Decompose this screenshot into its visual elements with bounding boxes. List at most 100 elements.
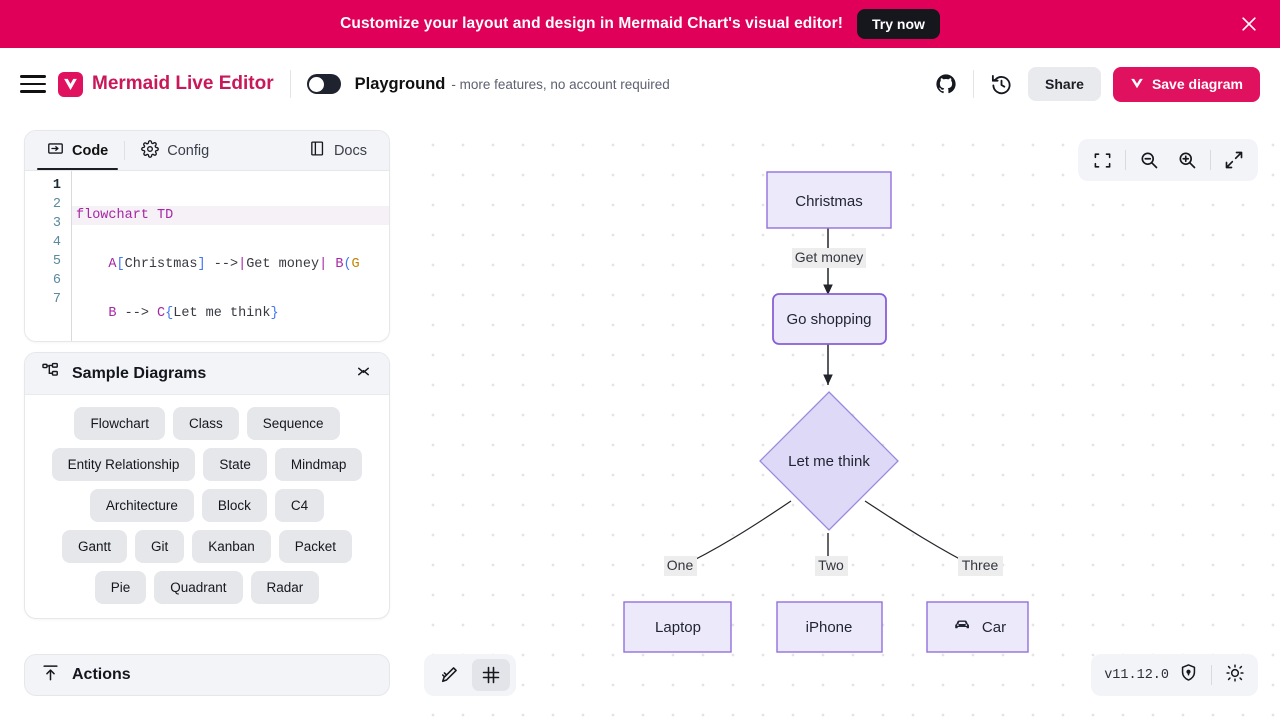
sitemap-icon [41,362,60,386]
sample-class[interactable]: Class [172,407,239,440]
sample-row: Flowchart Class Sequence [35,407,379,440]
upload-icon [41,663,60,687]
node-let-me-think[interactable]: Let me think [759,391,899,531]
sample-quadrant[interactable]: Quadrant [154,571,243,604]
playground-toggle[interactable] [306,74,341,94]
history-icon[interactable] [984,67,1018,101]
code-editor[interactable]: 1 2 3 4 5 6 7 flowchart TD A[Christmas] … [25,171,389,341]
node-shape-rect [776,601,883,653]
sample-diagrams-header[interactable]: Sample Diagrams [25,353,389,395]
node-label: Christmas [795,193,863,210]
edge-label-bg [792,248,866,268]
line-number: 5 [52,254,61,269]
sample-diagrams-list: Flowchart Class Sequence Entity Relation… [25,395,389,618]
code-line: B --> C{Let me think} [108,306,279,321]
sample-packet[interactable]: Packet [278,530,353,563]
node-iphone[interactable]: iPhone [776,601,883,653]
tab-docs[interactable]: Docs [295,131,381,170]
edge-label-one: One [667,557,694,573]
sample-entity-relationship[interactable]: Entity Relationship [51,448,196,481]
canvas-zoom-toolbar [1078,139,1258,181]
edge-label-get-money: Get money [795,249,863,265]
sample-block[interactable]: Block [201,489,267,522]
editor-tabs: Code Config [25,131,389,171]
expand-icon[interactable] [1216,143,1252,177]
tab-spacer [223,131,295,170]
book-icon [309,140,326,161]
sample-sequence[interactable]: Sequence [246,407,340,440]
line-number: 7 [52,292,61,307]
mermaid-mark-icon [1130,76,1144,93]
line-number: 1 [52,178,61,193]
node-go-shopping[interactable]: Go shopping [772,293,887,345]
fit-to-screen-icon[interactable] [1084,143,1120,177]
header-divider-1 [289,70,291,98]
sample-row: Gantt Git Kanban Packet [35,530,379,563]
header-divider-2 [973,70,975,98]
node-label: Let me think [788,453,870,470]
sample-state[interactable]: State [203,448,267,481]
sidebar: Code Config [24,130,390,696]
status-divider [1211,665,1212,685]
code-arrow-icon [47,140,64,161]
sun-icon[interactable] [1225,663,1245,688]
toolbar-divider [1210,150,1211,170]
line-number: 2 [52,197,61,212]
chevron-up-icon[interactable] [354,362,373,386]
sample-row: Pie Quadrant Radar [35,571,379,604]
save-diagram-button[interactable]: Save diagram [1112,66,1260,102]
line-number-gutter: 1 2 3 4 5 6 7 [25,171,71,341]
playground-sublabel: - more features, no account required [451,76,670,92]
zoom-in-icon[interactable] [1169,143,1205,177]
sample-c4[interactable]: C4 [274,489,325,522]
save-diagram-label: Save diagram [1151,76,1243,92]
header-actions: Share Save diagram [929,66,1260,102]
pan-pen-icon[interactable] [430,659,468,691]
sample-git[interactable]: Git [134,530,185,563]
tab-config[interactable]: Config [127,131,223,170]
hamburger-menu-icon[interactable] [20,71,46,97]
sample-diagrams-panel: Sample Diagrams Flowchart Class Sequence… [24,352,390,619]
sample-radar[interactable]: Radar [250,571,320,604]
github-icon[interactable] [929,67,963,101]
sample-kanban[interactable]: Kanban [192,530,271,563]
brand-name: Mermaid Live Editor [92,73,274,94]
app-header: Mermaid Live Editor Playground - more fe… [0,48,1280,120]
zoom-out-icon[interactable] [1131,143,1167,177]
node-christmas[interactable]: Christmas [766,171,892,229]
sample-architecture[interactable]: Architecture [89,489,194,522]
sample-gantt[interactable]: Gantt [61,530,127,563]
tab-code[interactable]: Code [33,131,122,170]
sample-mindmap[interactable]: Mindmap [274,448,363,481]
sample-row: Entity Relationship State Mindmap [35,448,379,481]
actions-panel[interactable]: Actions [24,654,390,696]
sample-diagrams-title: Sample Diagrams [72,364,207,382]
node-shape-rounded [772,293,887,345]
shield-lock-icon[interactable] [1179,663,1198,687]
node-car[interactable]: Car [926,601,1029,653]
sample-flowchart[interactable]: Flowchart [74,407,165,440]
toolbar-divider [1125,150,1126,170]
version-label: v11.12.0 [1104,667,1169,683]
promo-banner-text: Customize your layout and design in Merm… [340,15,844,32]
mermaid-logo-icon [58,71,83,97]
node-shape-rect [623,601,732,653]
code-content[interactable]: flowchart TD A[Christmas] -->|Get money|… [71,171,389,341]
node-shape-rect [766,171,892,229]
node-label: Go shopping [786,311,871,328]
node-shape-diamond [759,391,899,531]
sample-pie[interactable]: Pie [94,571,147,604]
close-icon[interactable] [1238,13,1260,35]
edge-label-two: Two [818,557,844,573]
node-laptop[interactable]: Laptop [623,601,732,653]
share-button[interactable]: Share [1028,67,1101,101]
try-now-button[interactable]: Try now [857,9,940,39]
diagram-canvas[interactable]: Get money One Two Three Christmas Go sho… [406,120,1280,720]
brand[interactable]: Mermaid Live Editor [58,71,274,97]
grid-icon[interactable] [472,659,510,691]
promo-banner: Customize your layout and design in Merm… [0,0,1280,48]
code-line: A[Christmas] -->|Get money| B(G [108,257,360,272]
code-editor-panel: Code Config [24,130,390,342]
tab-docs-label: Docs [333,142,367,159]
tab-divider [124,141,126,160]
